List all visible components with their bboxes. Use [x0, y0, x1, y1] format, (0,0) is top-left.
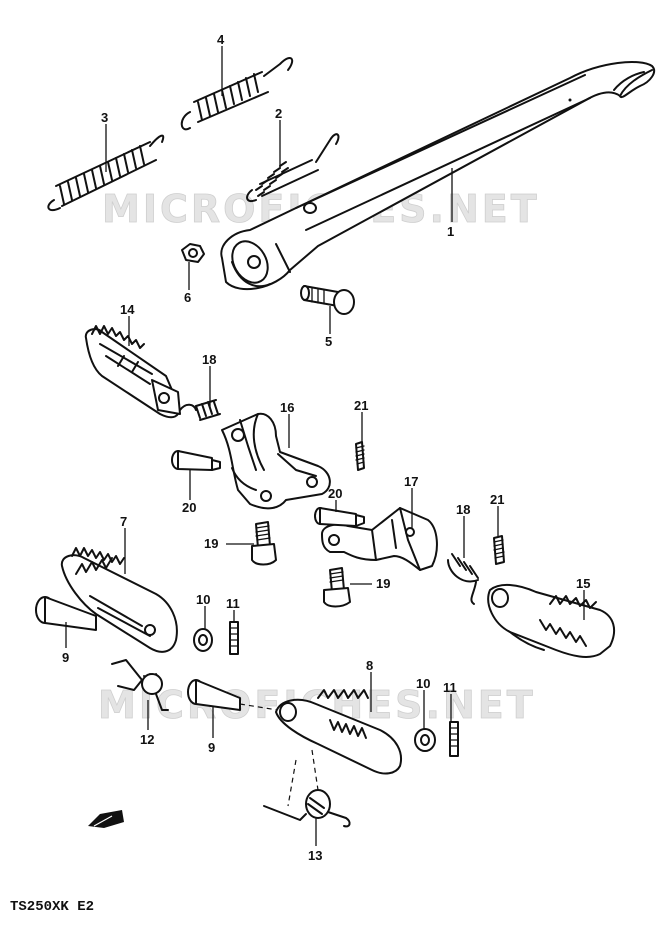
callout-14: 14 [120, 302, 135, 317]
nut-part [181, 243, 205, 263]
callout-1: 1 [447, 224, 454, 239]
callout-12: 12 [140, 732, 154, 747]
washer-10-upper-part [193, 628, 213, 652]
pin-20-upper-part [171, 450, 221, 471]
footrest-14-part [84, 325, 181, 419]
callout-17: 17 [404, 474, 418, 489]
leader-lines [65, 46, 585, 846]
pin-9-lower-part [187, 679, 291, 713]
callout-19-right: 19 [376, 576, 390, 591]
spring-18-lower-part [447, 553, 479, 605]
callout-16: 16 [280, 400, 294, 415]
bolt-21-lower-part [493, 535, 505, 565]
pin-20-lower-part [314, 507, 365, 527]
spring-long-part [47, 134, 165, 212]
front-arrow-icon [88, 810, 124, 828]
bolt-19-left-part [251, 521, 277, 566]
callout-20-upper: 20 [182, 500, 196, 515]
callout-9-lower: 9 [208, 740, 215, 755]
callout-11-upper: 11 [226, 596, 240, 611]
footrest-15-part [487, 584, 616, 658]
callout-13: 13 [308, 848, 322, 863]
watermark-bottom: MICROFICHES.NET [98, 683, 536, 727]
callout-21-lower: 21 [490, 492, 504, 507]
callout-2: 2 [275, 106, 282, 121]
bolt-19-right-part [323, 567, 351, 608]
callout-9-left: 9 [62, 650, 69, 665]
footrest-8-part [275, 689, 402, 807]
spring-12-part [111, 659, 169, 711]
pin-9-left-part [35, 596, 97, 631]
washer-10-lower-part [414, 728, 436, 752]
callout-11-lower: 11 [443, 680, 457, 695]
callout-21-upper: 21 [354, 398, 368, 413]
cotter-11-upper-part [229, 621, 239, 655]
callout-20-lower: 20 [328, 486, 342, 501]
callout-10-upper: 10 [196, 592, 210, 607]
callout-6: 6 [184, 290, 191, 305]
callout-10-lower: 10 [416, 676, 430, 691]
callout-7: 7 [120, 514, 127, 529]
footrest-7-part [60, 547, 178, 653]
spring-small-part [246, 133, 340, 202]
callout-8: 8 [366, 658, 373, 673]
spring-medium-part [180, 57, 294, 131]
bracket-16-part [221, 412, 331, 510]
callout-3: 3 [101, 110, 108, 125]
side-stand-part [220, 61, 656, 291]
callout-15: 15 [576, 576, 590, 591]
callout-19-left: 19 [204, 536, 218, 551]
model-code: TS250XK E2 [10, 899, 94, 915]
callout-18-upper: 18 [202, 352, 216, 367]
callout-4: 4 [217, 32, 225, 47]
callout-labels: 4 3 2 1 6 5 14 18 16 21 20 20 17 18 21 1… [62, 32, 590, 863]
callout-18-lower: 18 [456, 502, 470, 517]
bolt-21-upper-part [355, 441, 365, 471]
spring-18-upper-part [179, 399, 221, 421]
pivot-bolt-part [300, 285, 355, 315]
cotter-11-lower-part [449, 721, 459, 757]
callout-5: 5 [325, 334, 332, 349]
spring-13-part [263, 789, 351, 828]
